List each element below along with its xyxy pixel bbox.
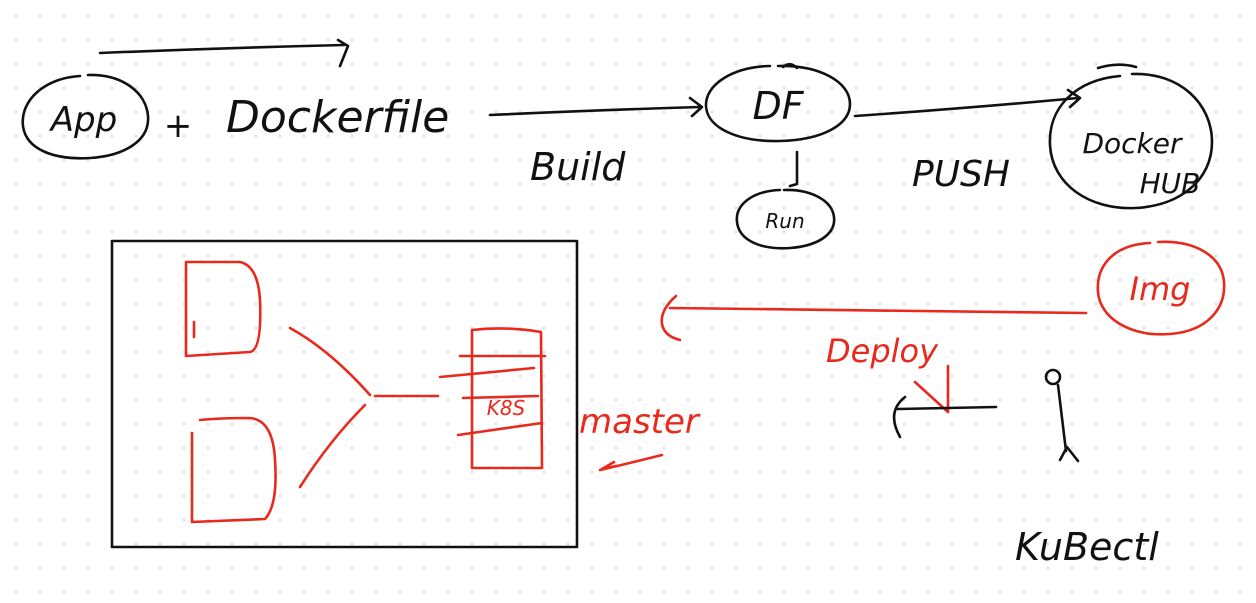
push-label: PUSH	[912, 154, 1010, 195]
df-label: DF	[752, 84, 804, 128]
img-circle	[1096, 240, 1226, 336]
run-circle	[735, 188, 836, 250]
deploy-arrow	[660, 294, 1088, 342]
build-arrow	[488, 96, 704, 118]
push-arrow	[853, 88, 1082, 118]
app-circle	[21, 73, 150, 160]
df-circle-tick	[781, 62, 799, 70]
node-one-shape	[184, 260, 262, 358]
master-line-3	[461, 394, 540, 400]
deploy-label: Deploy	[826, 332, 939, 370]
connector-lower	[298, 403, 367, 489]
docker-hub-label-line1: Docker	[1082, 127, 1183, 160]
df-circle	[704, 64, 852, 143]
run-label: Run	[765, 209, 804, 233]
master-line-2	[438, 366, 536, 379]
build-label: Build	[530, 145, 626, 189]
master-line-4	[456, 421, 544, 437]
user-head	[1044, 368, 1062, 386]
docker-hub-node: Docker HUB	[1048, 63, 1214, 210]
connector-upper	[288, 326, 372, 397]
deploy-pointer	[913, 364, 950, 414]
img-label: Img	[1130, 270, 1191, 308]
run-node: Run	[735, 188, 836, 250]
run-connector	[788, 150, 799, 188]
master-label: master	[579, 402, 701, 442]
docker-hub-circle-tick	[1096, 63, 1138, 70]
user-legs	[1058, 445, 1080, 463]
cluster-box	[110, 239, 579, 549]
docker-hub-circle	[1048, 72, 1214, 210]
kubectl-label: KuBectl	[1015, 525, 1159, 569]
user-body	[1056, 383, 1068, 453]
master-block: K8S	[438, 327, 547, 470]
df-node: DF	[704, 62, 852, 143]
docker-hub-label-line2: HUB	[1140, 167, 1201, 200]
plus-sign: +	[164, 106, 193, 146]
k8s-label: K8S	[487, 396, 526, 420]
over-arrow	[98, 38, 350, 68]
kubectl-user	[1044, 368, 1080, 463]
node-two-shape	[190, 416, 277, 524]
dockerfile-label: Dockerfile	[226, 92, 449, 143]
img-node: Img	[1096, 240, 1226, 336]
master-underline-arrow	[598, 453, 664, 472]
app-node: App	[21, 73, 150, 160]
app-label: App	[49, 100, 117, 140]
kubectl-arrow	[892, 395, 998, 439]
